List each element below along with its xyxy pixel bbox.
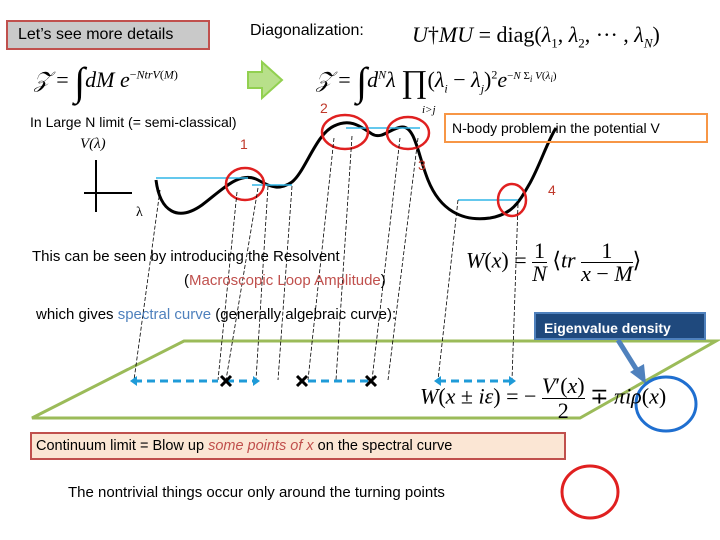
- density-arrow: [615, 338, 641, 374]
- spectral-curve-line: which gives spectral curve (generally al…: [36, 306, 397, 323]
- marker-2: 2: [320, 100, 328, 116]
- circle-icon: [320, 113, 370, 151]
- marker-1: 1: [240, 136, 248, 152]
- right-arrow-icon: [247, 59, 284, 101]
- continuum-limit-note: Continuum limit = Blow up some points of…: [30, 432, 566, 460]
- nbody-note: N-body problem in the potential V: [444, 113, 708, 143]
- circle-icon: [496, 182, 528, 218]
- details-button[interactable]: Let’s see more details: [6, 20, 210, 50]
- lambda-axis-label: λ: [136, 205, 143, 220]
- spectral-equation: W(x ± iε) = − V′(x)2 ∓ πiρ(x): [420, 373, 667, 423]
- circle-icon: [560, 464, 620, 520]
- macroscopic-loop-term: Macroscopic Loop Amplitude: [189, 272, 381, 289]
- cross-icon: [219, 374, 378, 388]
- product-subscript: i>j: [422, 104, 436, 116]
- marker-3: 3: [418, 157, 426, 173]
- potential-axis-label: V(λ): [80, 136, 106, 152]
- partition-right: 𝒵 = ∫dNλ ∏(λi − λj)2e−N Σi V(λi): [316, 59, 557, 104]
- diagonalization-label: Diagonalization:: [250, 22, 364, 39]
- marker-4: 4: [548, 182, 556, 198]
- spectral-curve-term: spectral curve: [117, 306, 212, 323]
- diag-equation: U†MU = diag(λ1, λ2, ··· , λN): [412, 22, 660, 51]
- spectral-plane: [31, 339, 720, 420]
- circle-icon: [385, 115, 431, 151]
- partition-left: 𝒵 = ∫dM e−NtrV(M): [34, 59, 178, 104]
- potential-curve: [154, 121, 558, 221]
- circle-icon: [224, 166, 266, 202]
- large-n-note: In Large N limit (= semi-classical): [30, 114, 237, 130]
- resolvent-line: This can be seen by introducing the Reso…: [32, 248, 340, 265]
- resolvent-term-line: (Macroscopic Loop Amplitude): [184, 272, 386, 289]
- nontrivial-note: The nontrivial things occur only around …: [68, 484, 445, 501]
- circle-icon: [634, 375, 698, 433]
- some-points-term: some points of x: [208, 438, 314, 454]
- eigenvalue-density-label: Eigenvalue density: [534, 312, 706, 340]
